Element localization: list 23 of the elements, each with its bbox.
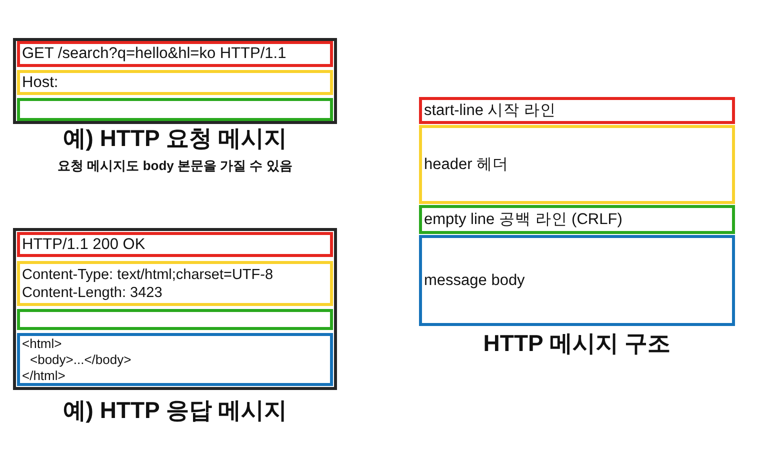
frame-note: 요청 메시지도 body 본문을 가질 수 있음 xyxy=(58,157,292,175)
message-frame xyxy=(13,38,337,124)
part-label: header 헤더 xyxy=(424,156,509,174)
html-code-text: <html> xyxy=(22,336,62,352)
header-text: Content-Length: 3423 xyxy=(22,284,162,302)
part-label: start-line 시작 라인 xyxy=(424,102,556,120)
header-box xyxy=(17,261,333,306)
header-text: Host: xyxy=(22,74,58,92)
header-box xyxy=(419,125,735,204)
part-label: message body xyxy=(424,272,525,290)
request-line-text: GET /search?q=hello&hl=ko HTTP/1.1 xyxy=(22,45,286,63)
frame-label: 예) HTTP 응답 메시지 xyxy=(62,396,288,425)
body-box xyxy=(17,333,333,386)
header-text: Content-Type: text/html;charset=UTF-8 xyxy=(22,266,274,284)
body-box xyxy=(419,235,735,326)
message-frame xyxy=(13,228,337,390)
html-code-text: </html> xyxy=(22,368,66,384)
status-line-text: HTTP/1.1 200 OK xyxy=(22,236,146,254)
caption: HTTP 메시지 구조 xyxy=(483,329,671,358)
html-code-text: <body>...</body> xyxy=(30,352,132,368)
frame-label: 예) HTTP 요청 메시지 xyxy=(62,124,288,153)
header-box xyxy=(17,70,333,95)
part-label: empty line 공백 라인 (CRLF) xyxy=(424,210,622,228)
